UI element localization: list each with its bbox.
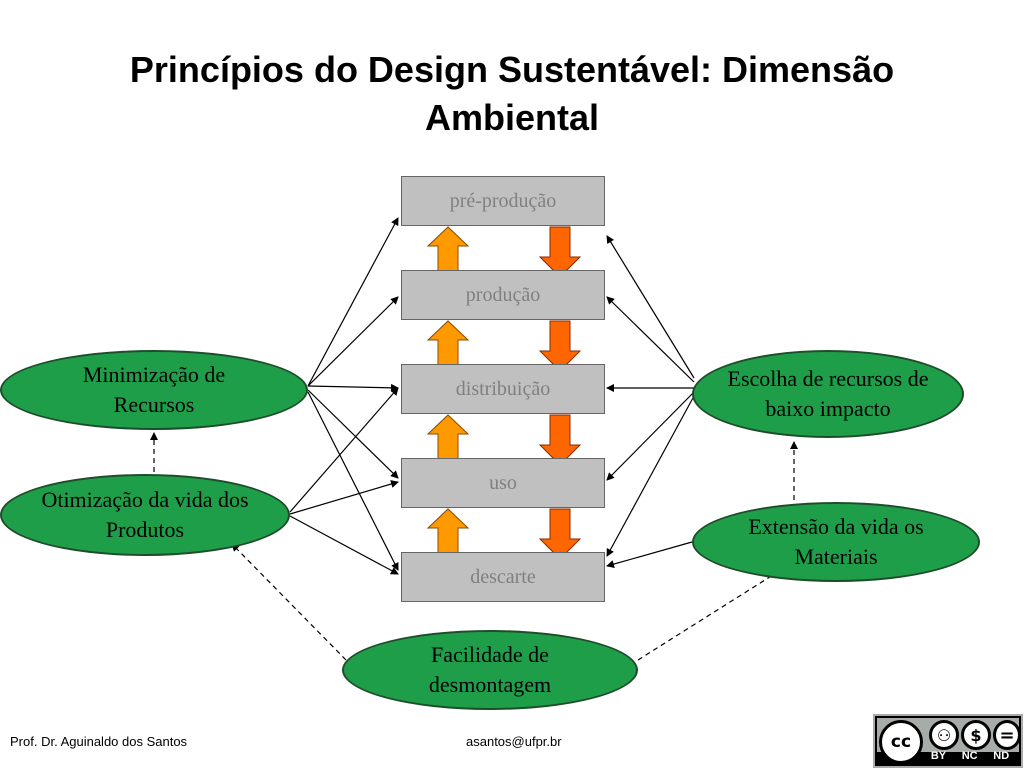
down-arrow-4 <box>538 508 582 560</box>
stage-distribuicao: distribuição <box>401 364 605 414</box>
extensao-arrows <box>606 541 693 568</box>
cc-label-nc: NC <box>961 750 978 762</box>
dollar-strike-icon: $ <box>961 720 991 750</box>
stage-pre-producao: pré-produção <box>401 176 605 226</box>
down-arrow-3 <box>538 414 582 466</box>
slide-title: Princípios do Design Sustentável: Dimens… <box>129 49 895 138</box>
otimizacao-arrows <box>289 387 399 575</box>
minimizacao-arrows <box>307 217 399 571</box>
stage-producao: produção <box>401 270 605 320</box>
cc-icon: cc <box>879 720 923 764</box>
stage-uso: uso <box>401 458 605 508</box>
down-arrows <box>538 226 582 560</box>
stage-descarte: descarte <box>401 552 605 602</box>
cc-label-nd: ND <box>993 750 1010 762</box>
footer-email: asantos@ufpr.br <box>466 734 562 749</box>
down-arrow-2 <box>538 320 582 372</box>
cc-label-by: BY <box>930 750 947 762</box>
cc-license-badge[interactable]: cc ⚇ $ = BY NC ND <box>873 714 1023 768</box>
up-arrows <box>426 226 470 560</box>
escolha-arrows <box>606 235 695 557</box>
oval-facilidade: Facilidade de desmontagem <box>342 630 638 710</box>
person-icon: ⚇ <box>929 720 959 750</box>
equals-icon: = <box>993 720 1021 750</box>
down-arrow-1 <box>538 226 582 278</box>
oval-otimizacao: Otimização da vida dos Produtos <box>0 474 290 556</box>
oval-extensao: Extensão da vida os Materiais <box>692 502 980 582</box>
dashed-arrows <box>150 432 798 661</box>
cc-labels: BY NC ND <box>923 750 1017 764</box>
footer-author: Prof. Dr. Aguinaldo dos Santos <box>10 734 188 749</box>
oval-minimizacao: Minimização de Recursos <box>0 350 308 430</box>
oval-escolha: Escolha de recursos de baixo impacto <box>692 350 964 438</box>
